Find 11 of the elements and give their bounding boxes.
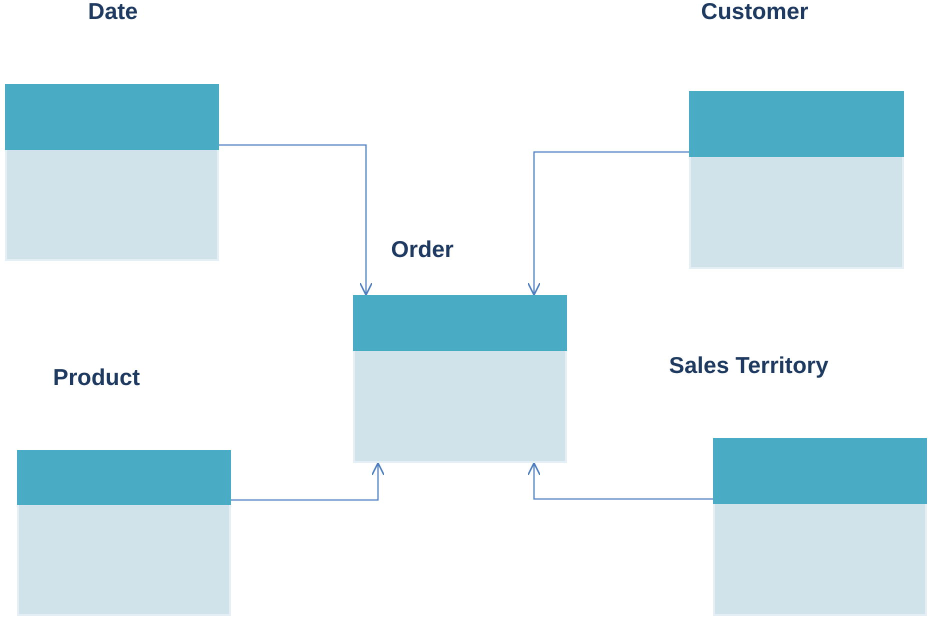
arrow <box>231 462 385 501</box>
table-title: Product <box>53 364 140 390</box>
table-title: Customer <box>701 0 808 24</box>
arrow <box>219 144 373 296</box>
table-title: Date <box>88 0 138 24</box>
entity-table <box>689 0 904 269</box>
entity-table <box>5 0 219 261</box>
arrow <box>527 151 689 296</box>
table-title: Order <box>391 236 454 262</box>
arrow <box>527 462 713 500</box>
table-title: Sales Territory <box>669 352 828 378</box>
